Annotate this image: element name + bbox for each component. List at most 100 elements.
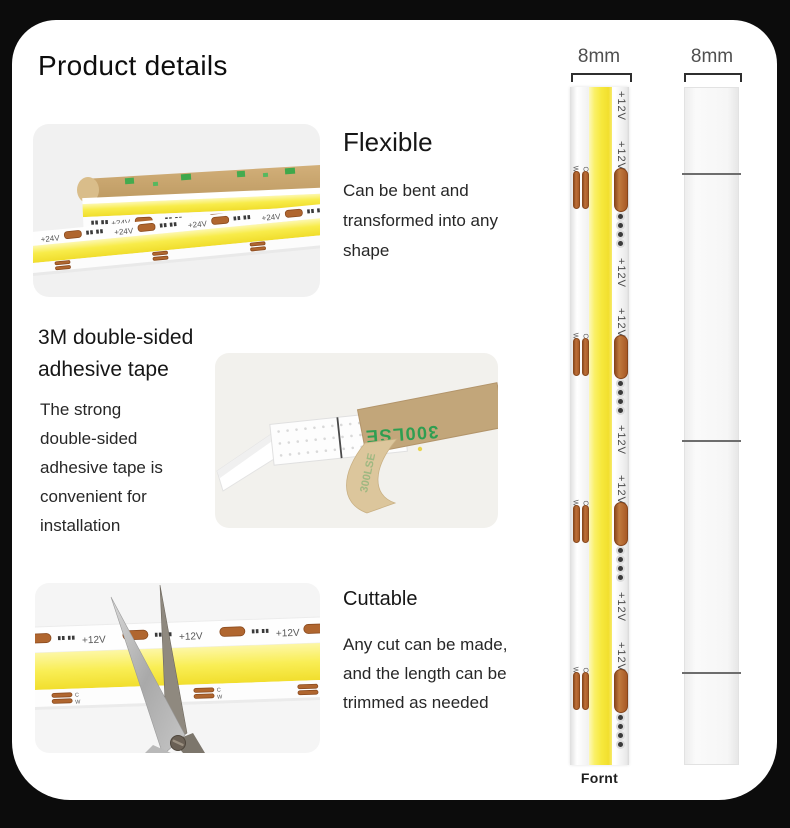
- led-dot: [618, 575, 623, 580]
- led-dot: [618, 715, 623, 720]
- led-dot: [61, 635, 65, 641]
- led-dot: [251, 629, 255, 634]
- solder-pad-large: [614, 669, 628, 713]
- pad-letter-c: C: [217, 688, 221, 694]
- texture-dot: [305, 439, 309, 442]
- solder-pad-small: [573, 171, 580, 209]
- led-dot: [618, 548, 623, 553]
- led-dot: [57, 636, 61, 641]
- texture-dot: [278, 442, 282, 445]
- texture-dot: [322, 425, 325, 429]
- led-dot: [173, 222, 177, 227]
- adhesive-tape-illustration: 300LSE 300LSE: [216, 382, 498, 514]
- led-dot: [95, 220, 98, 225]
- solder-pad: [35, 633, 52, 644]
- texture-dot: [348, 422, 352, 426]
- cut-line: [682, 672, 741, 674]
- led-dot: [154, 632, 158, 637]
- pad-letter-w: W: [75, 699, 81, 705]
- solder-pad: [51, 692, 73, 698]
- voltage-label: +12V: [614, 425, 627, 455]
- solder-pad: [55, 265, 71, 271]
- texture-dot: [313, 426, 316, 430]
- solder-pad: [193, 693, 215, 699]
- voltage-label: +12V: [276, 628, 300, 640]
- solder-pad-small: [582, 505, 589, 543]
- led-dot: [96, 229, 99, 234]
- texture-dot: [315, 450, 319, 453]
- led-dot: [618, 742, 623, 747]
- texture-dot: [279, 454, 283, 457]
- voltage-label: +12V: [614, 91, 627, 121]
- solder-pad: [63, 230, 82, 239]
- solder-pad-large: [614, 335, 628, 379]
- led-dot: [243, 215, 247, 220]
- cuttable-heading: Cuttable: [343, 588, 418, 610]
- back-width-bracket-icon: [684, 73, 742, 82]
- solder-pad-small: [573, 338, 580, 376]
- led-dot: [169, 222, 173, 227]
- voltage-label: +12V: [614, 592, 627, 622]
- adhesive-tape-photo: 300LSE 300LSE: [215, 353, 498, 528]
- led-dot: [618, 390, 623, 395]
- solder-pad: [54, 260, 71, 266]
- texture-dot: [331, 424, 334, 428]
- led-dot: [618, 241, 623, 246]
- led-dot: [99, 229, 103, 234]
- solder-pad: [152, 255, 169, 261]
- strip-edge-shade: [217, 433, 275, 478]
- solder-pad-small: [582, 672, 589, 710]
- texture-dot: [304, 427, 307, 431]
- cut-strip-illustration: +12V+12V+12V+12V CWCWCW: [35, 584, 320, 753]
- solder-pad: [51, 698, 73, 704]
- tape-backing-band: [77, 165, 320, 203]
- solder-pad-small: [573, 505, 580, 543]
- voltage-label: +24V: [111, 218, 131, 228]
- led-dot: [255, 629, 259, 634]
- led-dot: [101, 220, 104, 225]
- led-strip-front-view: +12V+12VWCWC+12V+12VWCWC+12V+12VWCWC+12V…: [570, 87, 629, 765]
- led-dot: [237, 215, 241, 221]
- led-dot: [159, 223, 163, 228]
- solder-pad: [297, 689, 319, 696]
- tape-curl: 300LSE: [346, 438, 423, 514]
- flexible-heading: Flexible: [343, 127, 433, 157]
- texture-dot: [323, 437, 326, 441]
- scissors-handle-left: [145, 745, 171, 753]
- voltage-label: +24V: [261, 212, 281, 223]
- back-strip-width-label: 8mm: [690, 46, 734, 67]
- led-dot: [105, 220, 108, 225]
- texture-dot: [342, 447, 346, 451]
- front-strip-width-label: 8mm: [577, 46, 621, 67]
- led-strip-back-view: [682, 87, 741, 765]
- front-width-bracket-icon: [571, 73, 632, 82]
- led-dot: [158, 632, 162, 637]
- pad-letter-w: W: [217, 694, 223, 700]
- led-dot: [618, 566, 623, 571]
- texture-dot: [288, 453, 292, 456]
- voltage-label: +24V: [114, 226, 134, 237]
- led-dot: [67, 635, 71, 640]
- voltage-label: +24V: [188, 219, 208, 230]
- led-dot: [71, 635, 75, 640]
- led-dot: [618, 557, 623, 562]
- texture-dot: [287, 441, 291, 444]
- solder-pad: [297, 683, 319, 690]
- horizontal-led-strip: +12V+12V+12V+12V CWCWCW: [35, 616, 320, 711]
- led-dot: [618, 724, 623, 729]
- led-dot: [86, 230, 90, 235]
- texture-dot: [277, 430, 280, 433]
- adhesive-heading: 3M double-sided adhesive tape: [38, 326, 194, 381]
- solder-pad: [152, 250, 168, 256]
- led-dot: [618, 232, 623, 237]
- solder-pad: [250, 246, 266, 252]
- texture-dot: [351, 446, 355, 450]
- flexible-strip-illustration: +24V+24V+24V+24V +24V+24V+24V+24V: [33, 165, 320, 277]
- solder-pad: [284, 208, 303, 218]
- led-dot: [168, 632, 172, 637]
- flexible-strip-photo: +24V+24V+24V+24V +24V+24V+24V+24V: [33, 124, 320, 297]
- led-dot: [618, 381, 623, 386]
- page-title: Product details: [38, 50, 228, 81]
- cut-line: [682, 173, 741, 175]
- solder-pad-large: [614, 168, 628, 212]
